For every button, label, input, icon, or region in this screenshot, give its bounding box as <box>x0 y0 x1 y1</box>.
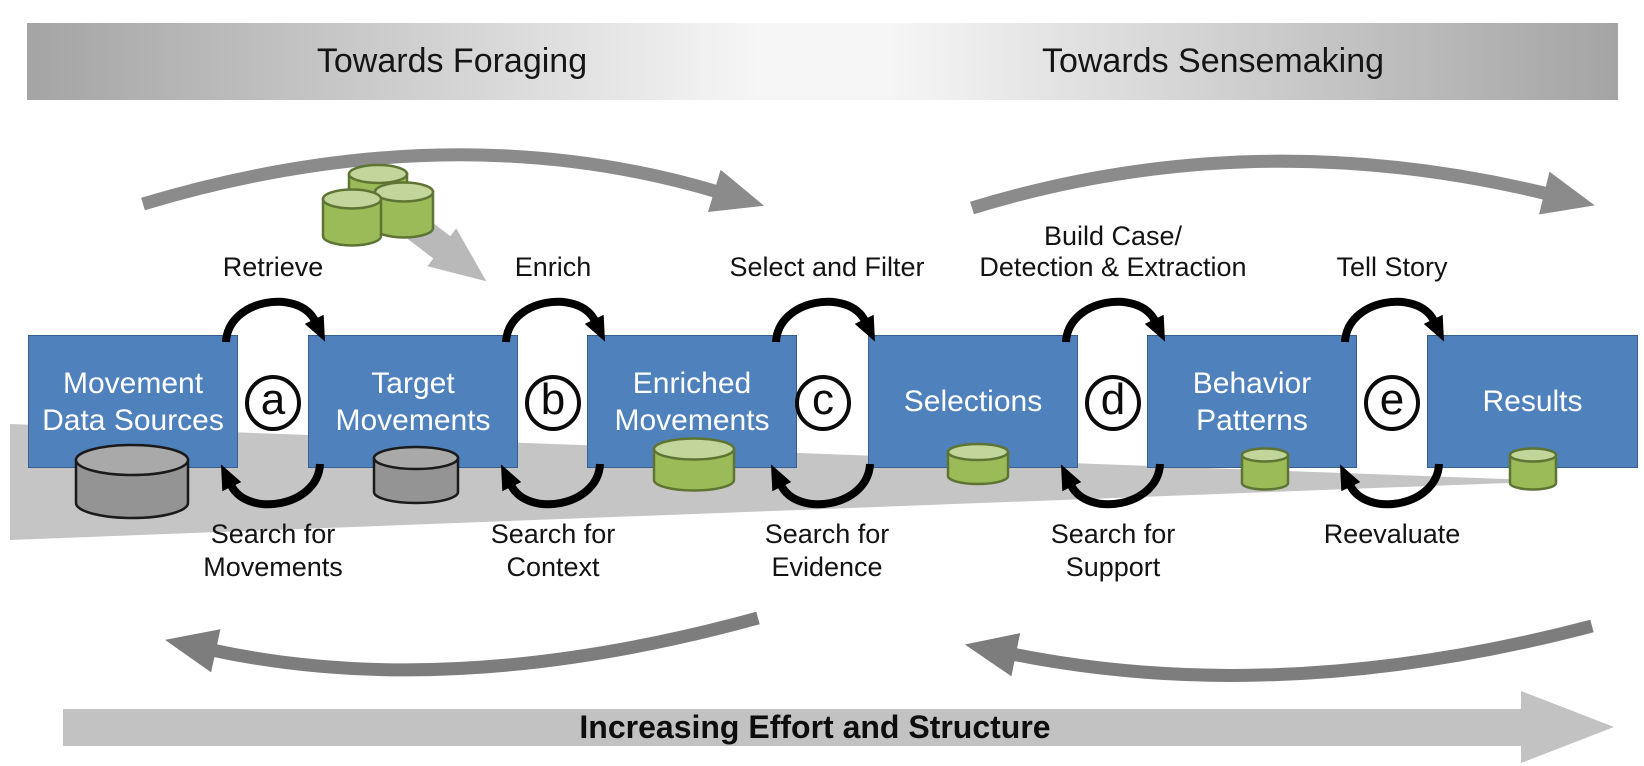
step-letter: a <box>260 375 286 424</box>
loop-arrow-bottom-b <box>500 463 604 509</box>
loop-arrow-bottom-e <box>1339 463 1443 509</box>
stage-cylinder-icon <box>1240 447 1290 491</box>
step-letter: d <box>1100 375 1126 424</box>
effort-arrow-bar <box>63 709 1521 746</box>
action-label-line: Build Case/ <box>1043 221 1183 251</box>
step-letter: b <box>540 375 566 424</box>
action-label-line: Detection & Extraction <box>979 252 1247 282</box>
action-label-line: Tell Story <box>1336 252 1448 282</box>
connector-b-action-label: Enrich <box>363 221 743 283</box>
external-data-cylinders-icon <box>321 163 435 247</box>
stage-label-line: Movements <box>335 403 491 437</box>
search-label-line: Search for <box>764 519 890 549</box>
step-letter: c <box>812 375 834 424</box>
stage-label-line: Enriched <box>632 366 752 400</box>
stage-label-line: Target <box>371 366 455 400</box>
step-circle-c: c <box>795 375 851 431</box>
foraging-arc-arrow <box>141 148 765 213</box>
sensemaking-return-arrow <box>964 619 1594 682</box>
action-label-line: Select and Filter <box>729 252 925 282</box>
stage-label-line: Movement <box>62 366 204 400</box>
step-letter: e <box>1379 375 1405 424</box>
banner-title-sensemaking: Towards Sensemaking <box>1041 42 1385 80</box>
connector-c-action-label: Select and Filter <box>637 221 1017 283</box>
loop-arrow-bottom-a <box>220 463 324 509</box>
stage-box-enriched-movements: Enriched Movements <box>587 335 797 468</box>
search-label-line: Context <box>506 552 600 582</box>
connector-d-search-label: Search for Support <box>923 518 1303 584</box>
foraging-return-arrow <box>164 611 760 677</box>
connector-e-search-label: Reevaluate <box>1202 518 1582 551</box>
search-label-line: Evidence <box>771 552 883 582</box>
connector-a-search-label: Search for Movements <box>83 518 463 584</box>
loop-arrow-top-b <box>502 297 606 343</box>
stage-box-behavior-patterns: Behavior Patterns <box>1147 335 1357 468</box>
search-label-line: Search for <box>490 519 616 549</box>
connector-d-action-label: Build Case/ Detection & Extraction <box>923 221 1303 283</box>
search-label-line: Search for <box>210 519 336 549</box>
stage-cylinder-icon <box>946 442 1010 486</box>
sensemaking-arc-arrow <box>970 154 1595 215</box>
loop-arrow-top-e <box>1341 297 1445 343</box>
stage-label-line: Movements <box>614 403 770 437</box>
loop-arrow-bottom-c <box>770 463 874 509</box>
effort-arrow-head <box>1521 691 1614 763</box>
search-label-line: Movements <box>203 552 343 582</box>
stage-cylinder-icon <box>74 443 190 520</box>
loop-arrow-top-d <box>1062 297 1166 343</box>
stage-label-line: Selections <box>903 385 1043 418</box>
search-label-line: Reevaluate <box>1323 519 1461 549</box>
loop-arrow-top-c <box>772 297 876 343</box>
banner-title-foraging: Towards Foraging <box>316 42 588 80</box>
step-circle-e: e <box>1364 375 1420 431</box>
stage-cylinder-icon <box>372 445 460 505</box>
search-label-line: Search for <box>1050 519 1176 549</box>
step-circle-a: a <box>245 375 301 431</box>
step-circle-d: d <box>1085 375 1141 431</box>
effort-structure-label: Increasing Effort and Structure <box>579 709 1051 745</box>
loop-arrow-top-a <box>222 297 326 343</box>
search-label-line: Support <box>1065 552 1161 582</box>
data-cylinder-icon <box>321 188 383 247</box>
stage-label-line: Data Sources <box>42 403 224 437</box>
action-label-line: Retrieve <box>222 252 324 282</box>
connector-a-action-label: Retrieve <box>83 221 463 283</box>
stage-label-line: Behavior <box>1192 366 1312 400</box>
data-cylinder-icon <box>373 181 435 239</box>
connector-b-search-label: Search for Context <box>363 518 743 584</box>
stage-box-results: Results <box>1427 335 1638 468</box>
connector-c-search-label: Search for Evidence <box>637 518 1017 584</box>
stage-label-line: Results <box>1482 385 1583 418</box>
connector-e-action-label: Tell Story <box>1202 221 1582 283</box>
action-label-line: Enrich <box>514 252 592 282</box>
step-circle-b: b <box>525 375 581 431</box>
phase-banner <box>27 23 1618 100</box>
stage-cylinder-icon <box>652 437 736 492</box>
stage-cylinder-icon <box>1508 447 1558 491</box>
loop-arrow-bottom-d <box>1060 463 1164 509</box>
stage-label-line: Patterns <box>1196 403 1308 437</box>
